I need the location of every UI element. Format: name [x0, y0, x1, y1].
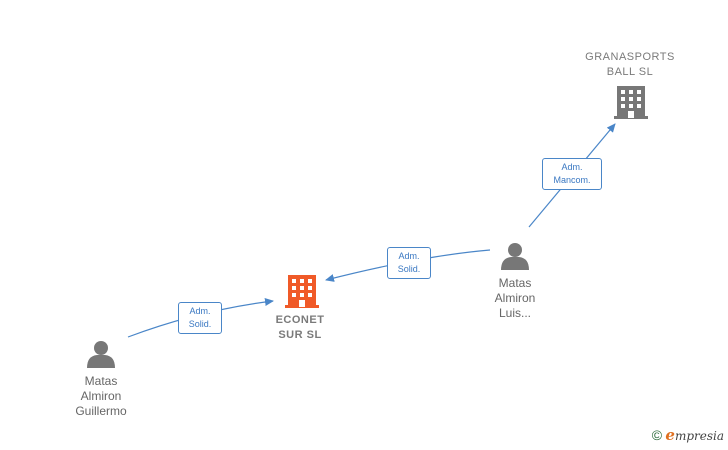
building-icon-main[interactable]: [285, 275, 319, 308]
person-name-line: Matas: [498, 276, 532, 290]
company-label-granasports[interactable]: GRANASPORTS BALL SL: [570, 50, 690, 80]
footer-branding: © empresia: [652, 426, 724, 444]
edge-role-line: Solid.: [397, 264, 421, 274]
copyright-symbol: ©: [651, 427, 663, 443]
building-icon[interactable]: [614, 86, 648, 119]
edge-role-line: Mancom.: [553, 175, 591, 185]
person-icon[interactable]: [87, 341, 115, 368]
edge-role-line: Adm.: [561, 162, 583, 172]
company-label-econet[interactable]: ECONET SUR SL: [250, 313, 350, 343]
person-name-line: Luis...: [498, 306, 531, 320]
edge-label-solid-guillermo[interactable]: Adm. Solid.: [178, 302, 222, 334]
person-label-luis[interactable]: Matas Almiron Luis...: [470, 276, 560, 321]
person-name-line: Matas: [84, 374, 118, 388]
company-name-line: SUR SL: [278, 329, 322, 341]
company-name-line: ECONET: [275, 314, 325, 326]
edge-role-line: Adm.: [189, 306, 211, 316]
company-name-line: GRANASPORTS: [585, 51, 675, 63]
edge-role-line: Adm.: [398, 251, 420, 261]
edge-label-solid-luis[interactable]: Adm. Solid.: [387, 247, 431, 279]
person-icon[interactable]: [501, 243, 529, 270]
person-name-line: Almiron: [80, 389, 122, 403]
person-name-line: Almiron: [494, 291, 536, 305]
company-name-line: BALL SL: [606, 66, 654, 78]
brand-logo: empresia: [665, 426, 724, 444]
edge-role-line: Solid.: [188, 319, 212, 329]
person-name-line: Guillermo: [75, 404, 127, 418]
person-label-guillermo[interactable]: Matas Almiron Guillermo: [54, 374, 148, 419]
edge-label-mancom[interactable]: Adm. Mancom.: [542, 158, 602, 190]
